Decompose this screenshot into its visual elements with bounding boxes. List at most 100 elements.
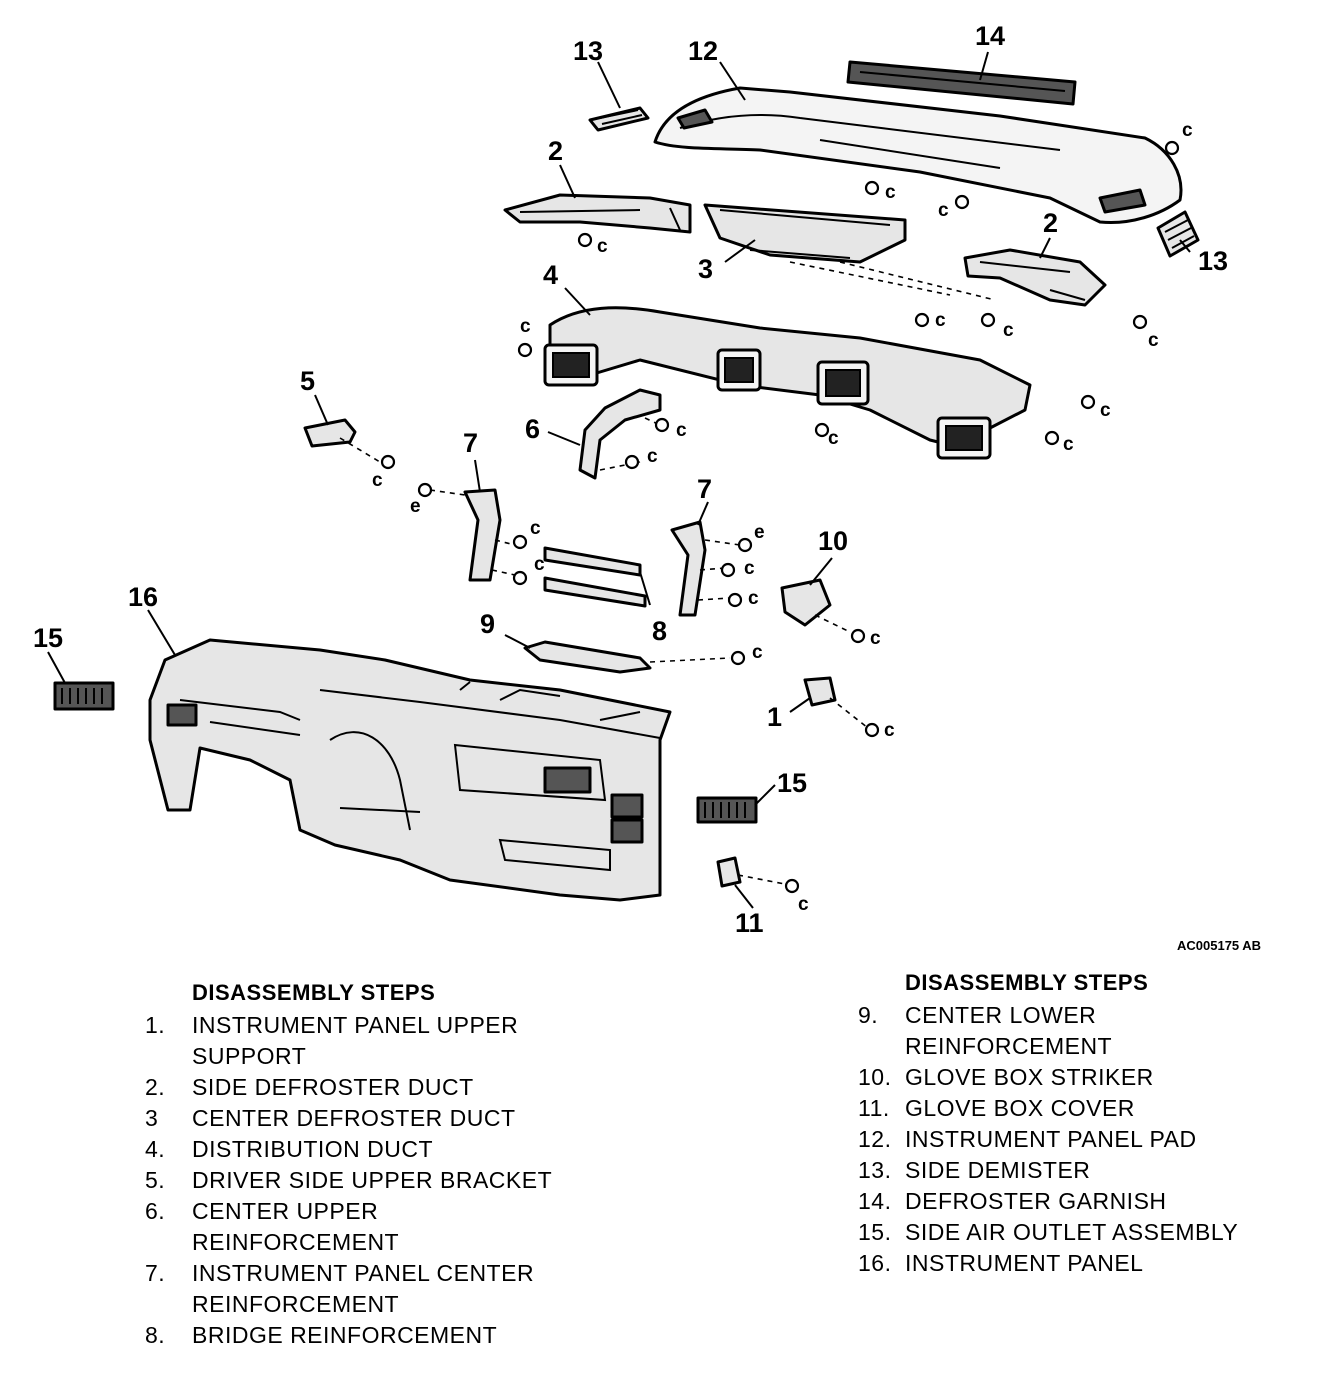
disassembly-steps-left: DISASSEMBLY STEPS 1. INSTRUMENT PANEL UPP…: [145, 977, 645, 1351]
step-item: 10.GLOVE BOX STRIKER: [858, 1062, 1328, 1093]
step-number: 8.: [145, 1322, 166, 1348]
callout-5: 5: [300, 366, 315, 396]
leader-lines: [47, 51, 1191, 909]
callout-7: 7: [463, 428, 478, 458]
step-text: SIDE AIR OUTLET ASSEMBLY: [905, 1219, 1239, 1245]
fastener-label-c: c: [752, 642, 763, 663]
callout-14: 14: [975, 21, 1005, 51]
step-text: DRIVER SIDE UPPER BRACKET: [192, 1167, 553, 1193]
fastener-label-c: c: [748, 588, 759, 609]
step-text: INSTRUMENT PANEL PAD: [905, 1126, 1197, 1152]
callout-9: 9: [480, 609, 495, 639]
part-glove-box-cover: [716, 856, 791, 888]
step-number: 14.: [858, 1188, 892, 1214]
step-item: 1. INSTRUMENT PANEL UPPER SUPPORT: [145, 1010, 645, 1072]
callout-1: 1: [767, 702, 782, 732]
step-number: 11.: [858, 1095, 890, 1121]
step-number: 1.: [145, 1012, 166, 1038]
step-item: 11. GLOVE BOX COVER: [858, 1093, 1328, 1124]
fastener-label-c: c: [1063, 434, 1074, 455]
part-center-lower-reinforcement: [523, 640, 731, 674]
part-side-defroster-duct-right: [963, 248, 1107, 307]
callout-7: 7: [697, 474, 712, 504]
fastener-label-c: c: [372, 470, 383, 491]
step-text: BRIDGE REINFORCEMENT: [192, 1322, 498, 1348]
fastener-label-c: c: [938, 200, 949, 221]
fastener-label-c: c: [530, 518, 541, 539]
step-text: CENTER DEFROSTER DUCT: [192, 1105, 516, 1131]
part-instrument-panel-upper-support: [803, 676, 869, 729]
part-side-demister-left: [588, 106, 650, 132]
part-side-defroster-duct-left: [503, 193, 692, 234]
fastener-label-c: c: [935, 310, 946, 331]
part-instrument-panel: [148, 638, 672, 902]
step-text: DEFROSTER GARNISH: [905, 1188, 1167, 1214]
part-side-demister-right: [1156, 210, 1200, 258]
step-text: GLOVE BOX COVER: [905, 1095, 1135, 1121]
step-item: 16. INSTRUMENT PANEL: [858, 1248, 1328, 1279]
figure-code: AC005175 AB: [1177, 938, 1261, 953]
step-text: DISTRIBUTION DUCT: [192, 1136, 434, 1162]
step-item: 6.CENTER UPPER REINFORCEMENT: [145, 1196, 645, 1258]
step-text: INSTRUMENT PANEL UPPER SUPPORT: [192, 1012, 519, 1069]
step-number: 6.: [145, 1198, 166, 1224]
step-item: 2. SIDE DEFROSTER DUCT: [145, 1072, 645, 1103]
fastener-label-c: c: [885, 182, 896, 203]
fastener-label-e: e: [410, 496, 421, 517]
fastener-label-c: c: [520, 316, 531, 337]
step-item: 14. DEFROSTER GARNISH: [858, 1186, 1328, 1217]
step-text: CENTER LOWER REINFORCEMENT: [905, 1002, 1113, 1059]
callout-6: 6: [525, 414, 540, 444]
step-item: 8. BRIDGE REINFORCEMENT: [145, 1320, 645, 1351]
step-text: INSTRUMENT PANEL CENTER REINFORCEMENT: [192, 1260, 535, 1317]
fastener-label-c: c: [828, 428, 839, 449]
step-item: 4. DISTRIBUTION DUCT: [145, 1134, 645, 1165]
step-number: 10.: [858, 1064, 892, 1090]
step-text: SIDE DEFROSTER DUCT: [192, 1074, 474, 1100]
disassembly-steps-right: DISASSEMBLY STEPS 9. CENTER LOWER REINFOR…: [858, 967, 1328, 1279]
callout-10: 10: [818, 526, 848, 556]
part-center-reinforcement-left: [429, 488, 516, 582]
fastener-label-e: e: [754, 522, 765, 543]
step-item: 13.SIDE DEMISTER: [858, 1155, 1328, 1186]
steps-heading: DISASSEMBLY STEPS: [192, 980, 436, 1005]
step-text: INSTRUMENT PANEL: [905, 1250, 1144, 1276]
callout-13: 13: [573, 36, 603, 66]
part-center-defroster-duct: [703, 203, 996, 301]
fastener-label-c: c: [798, 894, 809, 915]
callout-16: 16: [128, 582, 158, 612]
fastener-label-c: c: [870, 628, 881, 649]
exploded-parts-diagram: c c c c c c c c c c c c c c e c c e c c …: [33, 21, 1261, 953]
callout-4: 4: [543, 260, 558, 290]
step-item: 9. CENTER LOWER REINFORCEMENT: [858, 1000, 1328, 1062]
fastener-label-c: c: [597, 236, 608, 257]
callout-15: 15: [777, 768, 807, 798]
step-number: 2.: [145, 1074, 166, 1100]
callout-2: 2: [1043, 208, 1058, 238]
fastener-label-c: c: [1003, 320, 1014, 341]
fastener-label-c: c: [647, 446, 658, 467]
callout-15: 15: [33, 623, 63, 653]
callout-11: 11: [735, 908, 764, 938]
part-side-air-outlet-right: [696, 796, 758, 824]
part-instrument-panel-pad: [653, 86, 1183, 225]
fastener-label-c: c: [534, 554, 545, 575]
step-number: 5.: [145, 1167, 166, 1193]
fastener-label-c: c: [1100, 400, 1111, 421]
step-number: 9.: [858, 1002, 879, 1028]
callout-12: 12: [688, 36, 718, 66]
callout-2: 2: [548, 136, 563, 166]
fastener-label-c: c: [884, 720, 895, 741]
step-number: 3: [145, 1105, 159, 1131]
fastener-label-c: c: [676, 420, 687, 441]
step-item: 15.SIDE AIR OUTLET ASSEMBLY: [858, 1217, 1328, 1248]
step-item: 5. DRIVER SIDE UPPER BRACKET: [145, 1165, 645, 1196]
step-item: 7.INSTRUMENT PANEL CENTER REINFORCEMENT: [145, 1258, 645, 1320]
steps-heading: DISASSEMBLY STEPS: [905, 970, 1149, 995]
step-text: SIDE DEMISTER: [905, 1157, 1091, 1183]
step-number: 16.: [858, 1250, 892, 1276]
callout-3: 3: [698, 254, 713, 284]
part-driver-side-upper-bracket: [303, 418, 381, 463]
fastener-label-c: c: [1148, 330, 1159, 351]
step-number: 4.: [145, 1136, 166, 1162]
